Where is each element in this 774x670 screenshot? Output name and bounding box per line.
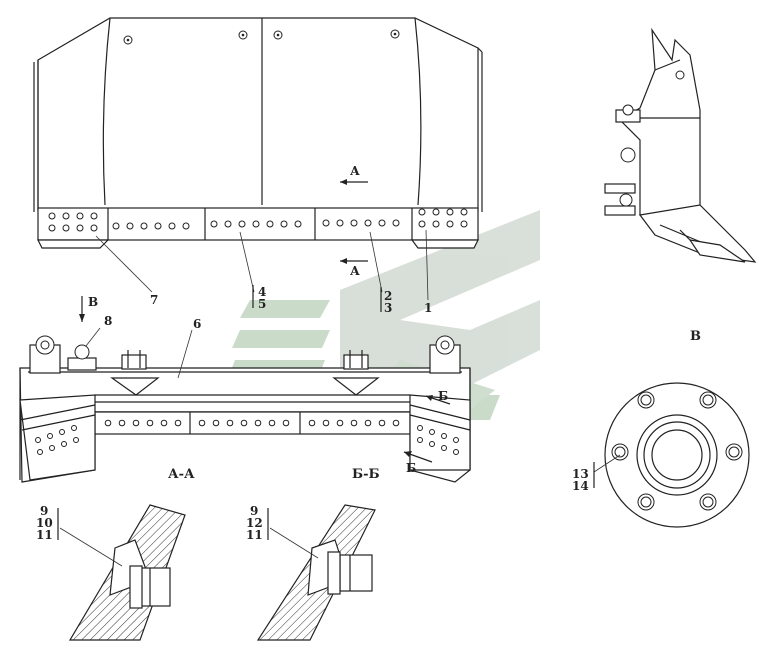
- label-12: 12: [246, 516, 263, 530]
- label-10: 10: [36, 516, 53, 530]
- label-8: 8: [104, 314, 112, 328]
- bolt-detail-left: [57, 504, 186, 641]
- section-b-letter-bottom: Б: [406, 461, 416, 475]
- section-b-letter-top: Б: [438, 389, 448, 403]
- bolt-detail-right: [256, 504, 376, 641]
- blade-front-view: А А: [33, 17, 483, 312]
- label-3: 3: [384, 301, 392, 315]
- section-bb-title: Б-Б: [352, 467, 380, 482]
- label-5: 5: [258, 297, 266, 311]
- label-11a: 11: [36, 528, 53, 542]
- blade-side-view: [604, 27, 757, 263]
- flange-view-v: [593, 382, 750, 528]
- section-arrow-a-top: А: [340, 164, 368, 185]
- view-arrow-v-letter: В: [88, 295, 98, 309]
- label-14: 14: [572, 479, 589, 493]
- blade-section-view: [19, 296, 471, 483]
- label-9a: 9: [40, 504, 48, 518]
- svg-text:А: А: [350, 164, 360, 178]
- label-1: 1: [424, 301, 432, 315]
- label-2: 2: [384, 289, 392, 303]
- label-13: 13: [572, 467, 589, 481]
- cutting-edge-holes: [48, 208, 468, 232]
- label-9b: 9: [250, 504, 258, 518]
- section-strip-holes: [104, 419, 400, 427]
- view-v-title: В: [690, 329, 701, 344]
- section-arrow-a-bottom: А: [340, 258, 368, 278]
- section-aa-title: А-А: [168, 467, 195, 482]
- label-6: 6: [193, 317, 201, 331]
- label-4: 4: [258, 285, 266, 299]
- label-7: 7: [150, 293, 158, 307]
- label-11b: 11: [246, 528, 263, 542]
- svg-text:А: А: [350, 264, 360, 278]
